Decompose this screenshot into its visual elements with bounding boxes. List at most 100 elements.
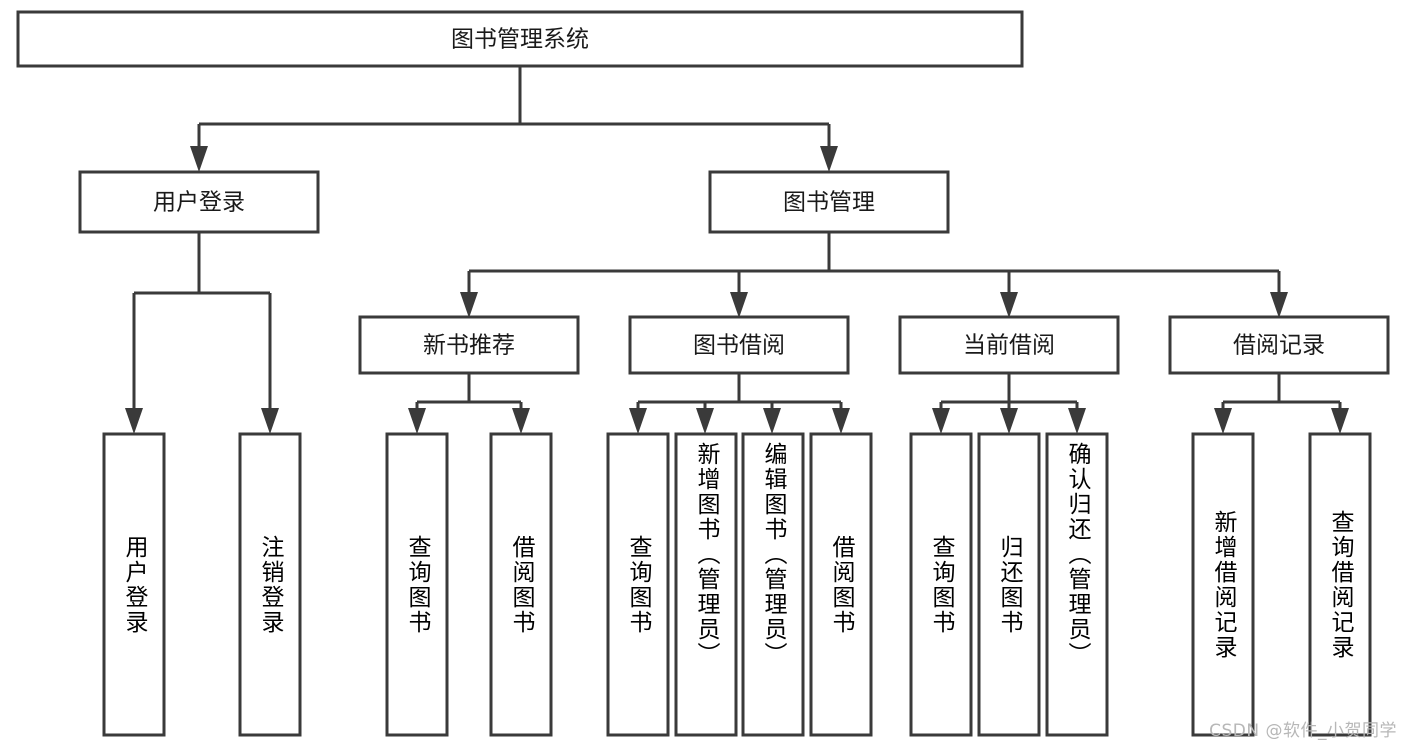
node-current-borrow-box[interactable] bbox=[898, 315, 1120, 375]
node-leaf-add-book-box[interactable] bbox=[674, 432, 738, 737]
node-book-manage-box[interactable] bbox=[708, 170, 950, 234]
node-leaf-query-book-2-box[interactable] bbox=[606, 432, 670, 737]
leaf-label-add-record: 新增借阅记录 bbox=[1193, 434, 1253, 735]
node-user-login[interactable]: 用户登录 bbox=[78, 170, 320, 234]
connector-group-bookborrow bbox=[629, 373, 850, 434]
leaf-label-add-book-text: 新增图书（管理员） bbox=[693, 442, 719, 667]
node-book-borrow[interactable]: 图书借阅 bbox=[628, 315, 850, 375]
arrow-cb-leaf-1 bbox=[932, 408, 950, 434]
node-leaf-query-book-1-box[interactable] bbox=[385, 432, 449, 737]
node-leaf-logout-box[interactable] bbox=[238, 432, 302, 737]
node-leaf-query-record-box[interactable] bbox=[1308, 432, 1372, 737]
arrow-bb-leaf-4 bbox=[832, 408, 850, 434]
connector-group-borrowrecord bbox=[1214, 373, 1349, 434]
node-book-manage[interactable]: 图书管理 bbox=[708, 170, 950, 234]
node-leaf-confirm-return-box[interactable] bbox=[1045, 432, 1109, 737]
leaf-label-borrow-book-2-text: 借阅图书 bbox=[828, 534, 854, 635]
node-leaf-query-book-2[interactable] bbox=[606, 432, 670, 737]
node-borrow-record-label: 借阅记录 bbox=[1233, 333, 1325, 359]
node-leaf-return-book-box[interactable] bbox=[977, 432, 1041, 737]
connector-group-root bbox=[190, 66, 838, 172]
node-leaf-edit-book[interactable] bbox=[741, 432, 805, 737]
leaf-label-add-book: 新增图书（管理员） bbox=[676, 434, 736, 735]
node-leaf-confirm-return[interactable] bbox=[1045, 432, 1109, 737]
node-leaf-return-book[interactable] bbox=[977, 432, 1041, 737]
node-leaf-borrow-book-1[interactable] bbox=[489, 432, 553, 737]
arrow-cb-leaf-2 bbox=[1000, 408, 1018, 434]
arrow-bb-leaf-1 bbox=[629, 408, 647, 434]
arrow-userlogin-leaf-2 bbox=[261, 408, 279, 434]
node-leaf-borrow-book-2[interactable] bbox=[809, 432, 873, 737]
arrow-newbook-leaf-2 bbox=[512, 408, 530, 434]
leaf-label-query-book-3: 查询图书 bbox=[911, 434, 971, 735]
node-new-book-rec[interactable]: 新书推荐 bbox=[358, 315, 580, 375]
node-current-borrow[interactable]: 当前借阅 bbox=[898, 315, 1120, 375]
node-leaf-query-record[interactable] bbox=[1308, 432, 1372, 737]
arrow-bm-to-newbook bbox=[460, 292, 478, 318]
node-current-borrow-label: 当前借阅 bbox=[963, 333, 1055, 359]
arrow-bm-to-current bbox=[1000, 292, 1018, 318]
node-leaf-user-login-box[interactable] bbox=[102, 432, 166, 737]
leaf-label-borrow-book-2: 借阅图书 bbox=[811, 434, 871, 735]
leaf-label-query-book-1-text: 查询图书 bbox=[404, 534, 430, 635]
node-root-box[interactable] bbox=[16, 10, 1024, 68]
leaf-label-query-record-text: 查询借阅记录 bbox=[1327, 509, 1353, 660]
node-leaf-edit-book-box[interactable] bbox=[741, 432, 805, 737]
connector-group-currentborrow bbox=[932, 373, 1086, 434]
leaf-label-query-book-3-text: 查询图书 bbox=[928, 534, 954, 635]
leaf-label-confirm-return-text: 确认归还（管理员） bbox=[1064, 442, 1090, 667]
leaf-label-query-record: 查询借阅记录 bbox=[1310, 434, 1370, 735]
node-leaf-query-book-3-box[interactable] bbox=[909, 432, 973, 737]
arrow-cb-leaf-3 bbox=[1068, 408, 1086, 434]
leaf-label-query-book-1: 查询图书 bbox=[387, 434, 447, 735]
leaf-label-user-login: 用户登录 bbox=[104, 434, 164, 735]
leaf-label-logout: 注销登录 bbox=[240, 434, 300, 735]
node-book-borrow-box[interactable] bbox=[628, 315, 850, 375]
node-leaf-user-login[interactable] bbox=[102, 432, 166, 737]
leaf-label-logout-text: 注销登录 bbox=[257, 534, 283, 635]
connector-group-newbook bbox=[408, 373, 530, 434]
node-leaf-query-book-1[interactable] bbox=[385, 432, 449, 737]
arrow-root-to-userlogin bbox=[190, 146, 208, 172]
leaf-label-borrow-book-1-text: 借阅图书 bbox=[508, 534, 534, 635]
leaf-label-query-book-2-text: 查询图书 bbox=[625, 534, 651, 635]
node-book-manage-label: 图书管理 bbox=[783, 190, 875, 216]
node-leaf-add-record-box[interactable] bbox=[1191, 432, 1255, 737]
arrow-bm-to-record bbox=[1270, 292, 1288, 318]
node-new-book-rec-label: 新书推荐 bbox=[423, 333, 515, 359]
arrow-userlogin-leaf-1 bbox=[125, 408, 143, 434]
leaf-label-query-book-2: 查询图书 bbox=[608, 434, 668, 735]
arrow-bb-leaf-3 bbox=[763, 408, 781, 434]
arrow-bb-leaf-2 bbox=[696, 408, 714, 434]
node-book-borrow-label: 图书借阅 bbox=[693, 333, 785, 359]
leaf-label-edit-book: 编辑图书（管理员） bbox=[743, 434, 803, 735]
node-user-login-label: 用户登录 bbox=[153, 190, 245, 216]
node-root[interactable]: 图书管理系统 bbox=[16, 10, 1024, 68]
node-borrow-record-box[interactable] bbox=[1168, 315, 1390, 375]
arrow-br-leaf-1 bbox=[1214, 408, 1232, 434]
node-user-login-box[interactable] bbox=[78, 170, 320, 234]
node-leaf-borrow-book-2-box[interactable] bbox=[809, 432, 873, 737]
leaf-label-borrow-book-1: 借阅图书 bbox=[491, 434, 551, 735]
leaf-label-confirm-return: 确认归还（管理员） bbox=[1047, 434, 1107, 735]
node-leaf-add-record[interactable] bbox=[1191, 432, 1255, 737]
leaf-label-edit-book-text: 编辑图书（管理员） bbox=[760, 442, 786, 667]
node-leaf-add-book[interactable] bbox=[674, 432, 738, 737]
leaf-label-return-book: 归还图书 bbox=[979, 434, 1039, 735]
node-borrow-record[interactable]: 借阅记录 bbox=[1168, 315, 1390, 375]
connector-group-bookmanage bbox=[460, 232, 1288, 318]
connector-group-userlogin bbox=[125, 232, 279, 434]
node-new-book-rec-box[interactable] bbox=[358, 315, 580, 375]
node-leaf-logout[interactable] bbox=[238, 432, 302, 737]
arrow-bm-to-borrow bbox=[730, 292, 748, 318]
arrow-br-leaf-2 bbox=[1331, 408, 1349, 434]
arrow-root-to-bookmanage bbox=[820, 146, 838, 172]
leaf-label-user-login-text: 用户登录 bbox=[121, 534, 147, 635]
node-leaf-borrow-book-1-box[interactable] bbox=[489, 432, 553, 737]
node-leaf-query-book-3[interactable] bbox=[909, 432, 973, 737]
arrow-newbook-leaf-1 bbox=[408, 408, 426, 434]
leaf-label-add-record-text: 新增借阅记录 bbox=[1210, 509, 1236, 660]
node-root-label: 图书管理系统 bbox=[451, 27, 589, 53]
